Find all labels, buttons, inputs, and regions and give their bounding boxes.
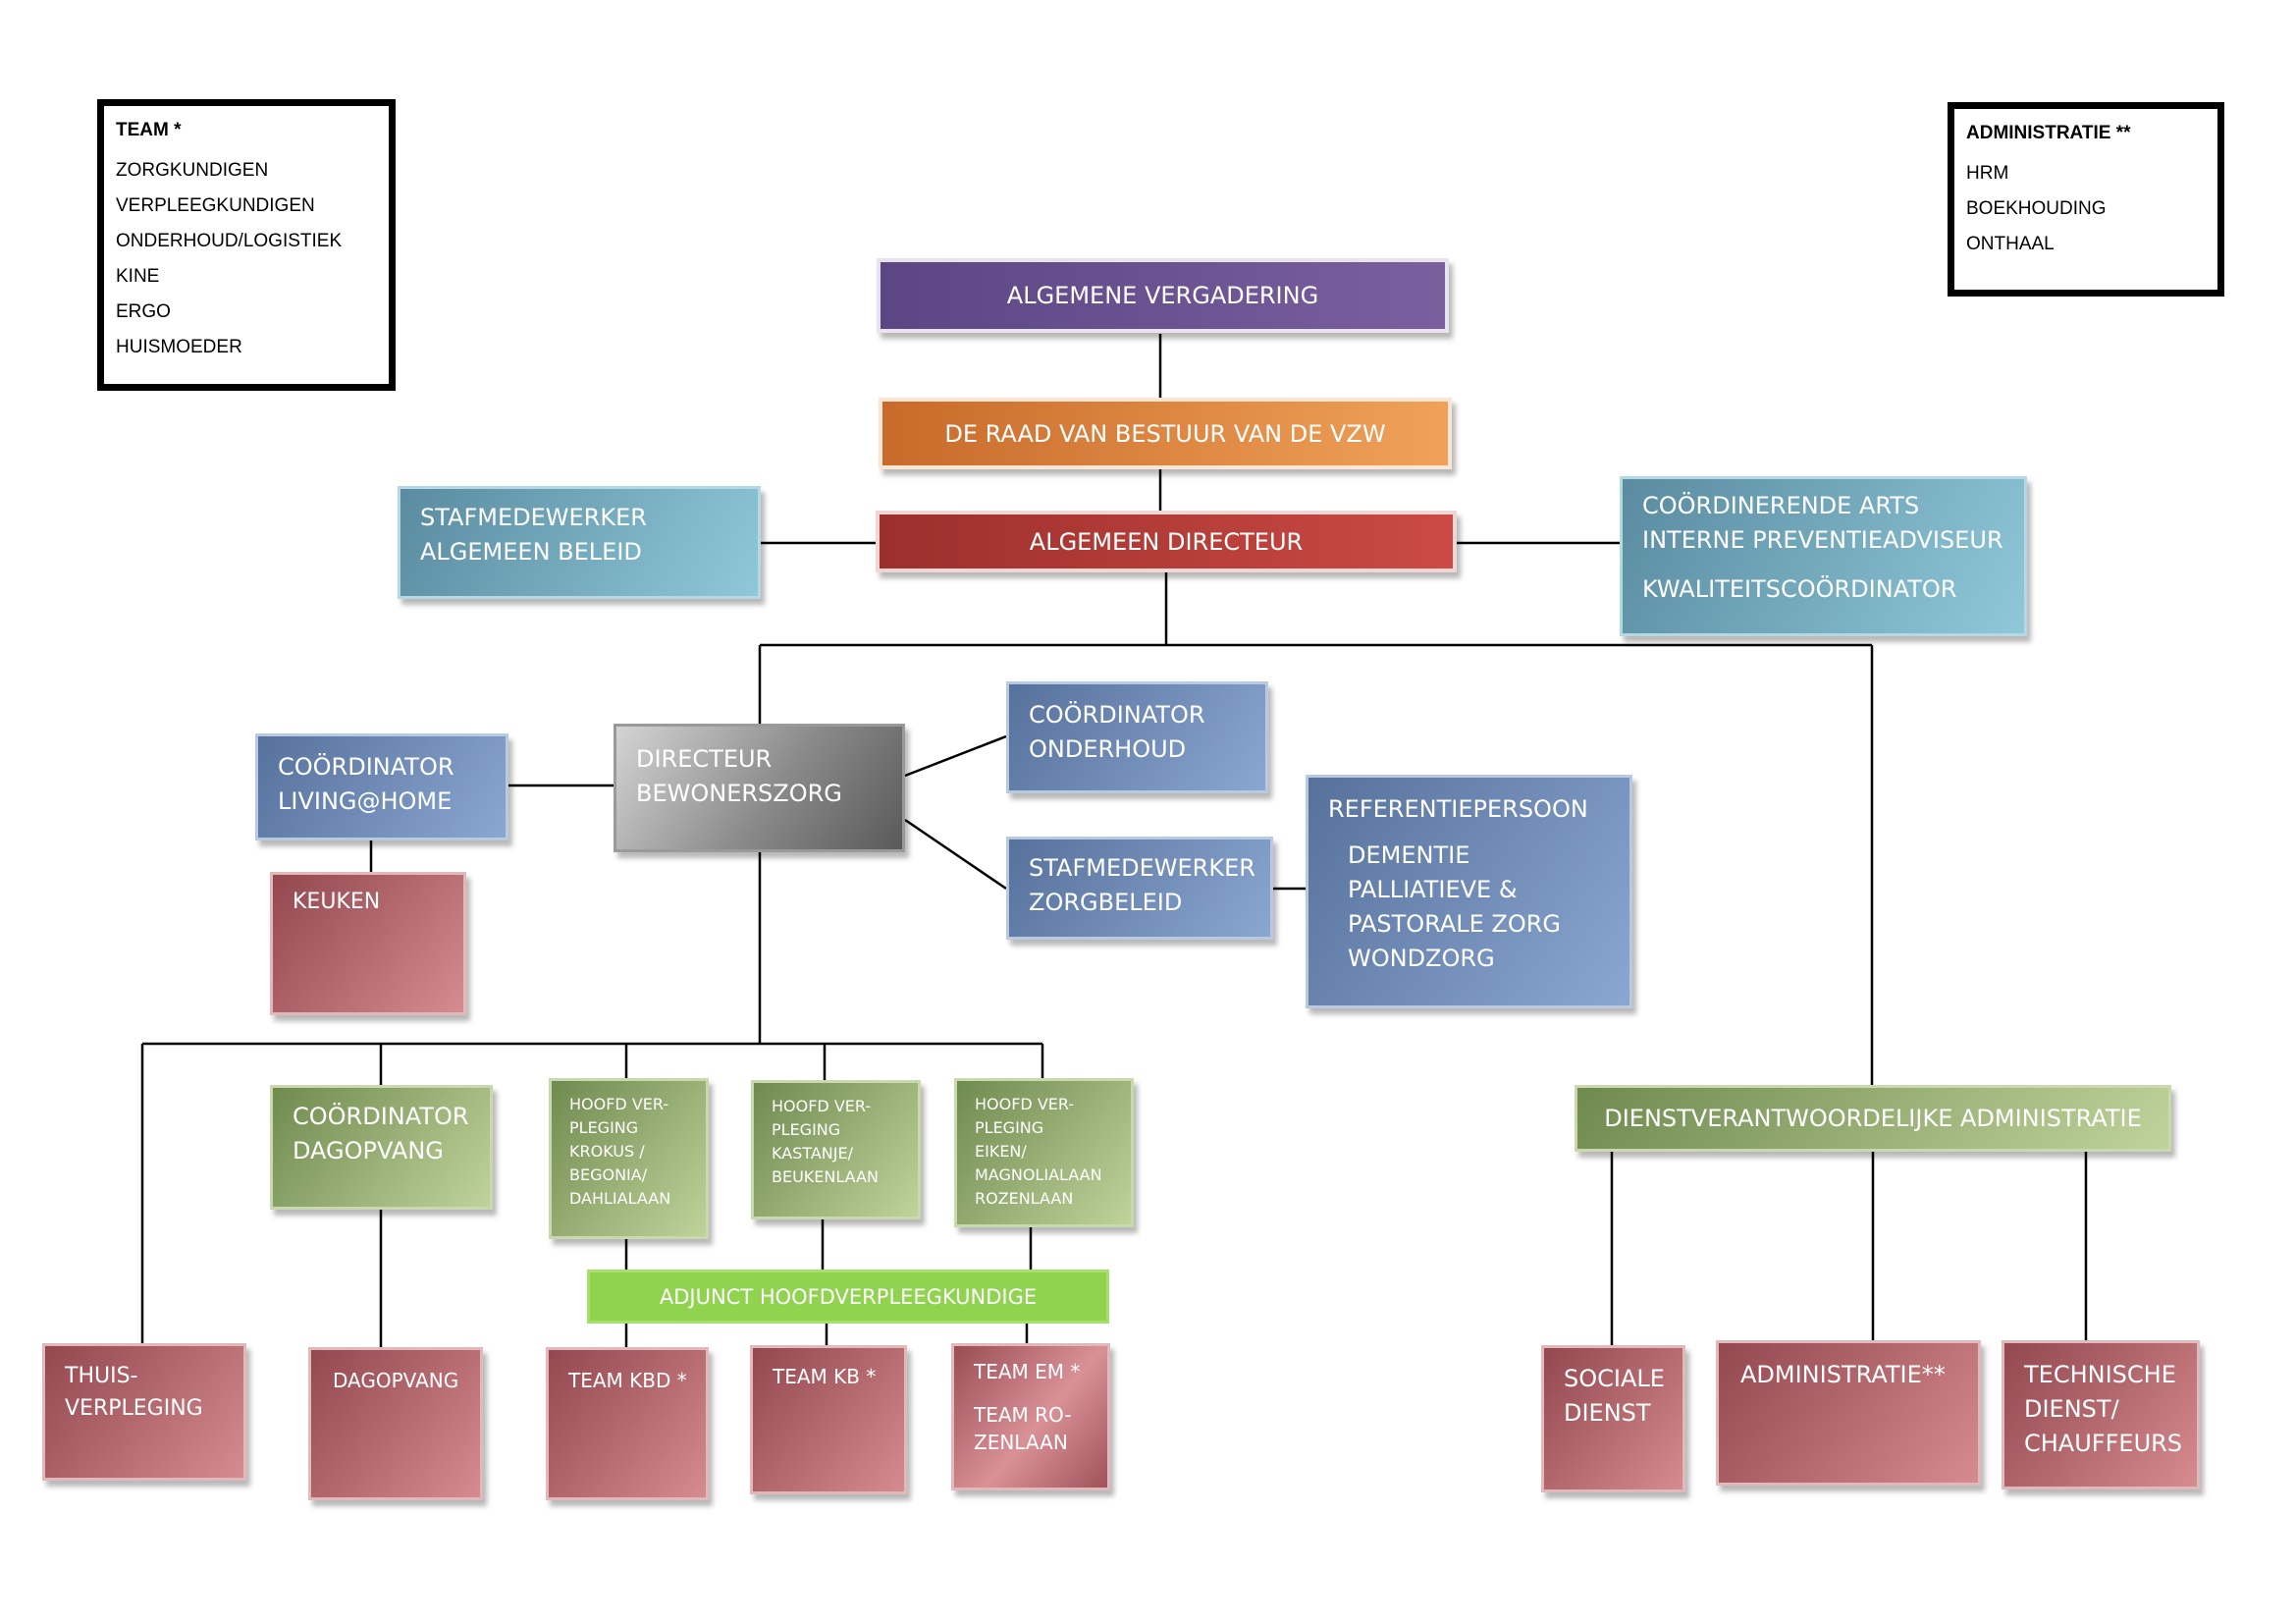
node-referentiepersoon: REFERENTIEPERSOON DEMENTIE PALLIATIEVE &… [1306, 775, 1632, 1008]
node-directeur-bewonerszorg: DIRECTEUR BEWONERSZORG [614, 724, 905, 852]
node-label: ADJUNCT HOOFDVERPLEEGKUNDIGE [659, 1284, 1038, 1309]
node-coordinerende-arts: COÖRDINERENDE ARTS INTERNE PREVENTIEADVI… [1620, 476, 2027, 636]
legend-team: TEAM * ZORGKUNDIGEN VERPLEEGKUNDIGEN OND… [97, 99, 396, 391]
node-sociale-dienst: SOCIALE DIENST [1541, 1345, 1685, 1492]
node-hoofd-krokus: HOOFD VER- PLEGING KROKUS / BEGONIA/ DAH… [549, 1078, 709, 1239]
node-label-items: DEMENTIE PALLIATIEVE & PASTORALE ZORG WO… [1348, 841, 1562, 972]
node-stafmedewerker-algemeen-beleid: STAFMEDEWERKER ALGEMEEN BELEID [398, 486, 761, 599]
node-team-kb: TEAM KB * [750, 1345, 907, 1494]
legend-item: ZORGKUNDIGEN [116, 160, 269, 181]
legend-item: ONTHAAL [1966, 234, 2055, 254]
node-label: TEAM KB * [773, 1365, 877, 1388]
node-hoofd-kastanje: HOOFD VER- PLEGING KASTANJE/ BEUKENLAAN [751, 1080, 921, 1219]
legend-item: ERGO [116, 301, 171, 322]
node-dagopvang: DAGOPVANG [308, 1347, 483, 1500]
node-administratie: ADMINISTRATIE** [1716, 1340, 1981, 1486]
node-keuken: KEUKEN [270, 872, 466, 1015]
node-label: HOOFD VER- PLEGING KROKUS / BEGONIA/ DAH… [569, 1095, 671, 1208]
node-label: COÖRDINERENDE ARTS INTERNE PREVENTIEADVI… [1642, 492, 2003, 554]
node-label: ADMINISTRATIE** [1740, 1361, 1946, 1388]
node-label: STAFMEDEWERKER ALGEMEEN BELEID [420, 504, 647, 566]
node-label: ALGEMENE VERGADERING [1006, 282, 1319, 309]
legend-item: HRM [1966, 163, 2009, 184]
node-label: COÖRDINATOR ONDERHOUD [1029, 701, 1205, 763]
node-stafmedewerker-zorgbeleid: STAFMEDEWERKER ZORGBELEID [1006, 837, 1273, 940]
legend-item: KINE [116, 266, 160, 287]
node-label: TECHNISCHE DIENST/ CHAUFFEURS [2024, 1361, 2183, 1457]
node-coordinator-onderhoud: COÖRDINATOR ONDERHOUD [1006, 681, 1268, 793]
node-label: DE RAAD VAN BESTUUR VAN DE VZW [944, 419, 1386, 448]
legend-administratie: ADMINISTRATIE ** HRM BOEKHOUDING ONTHAAL [1948, 102, 2224, 297]
legend-item: VERPLEEGKUNDIGEN [116, 195, 315, 216]
node-label: KEUKEN [293, 890, 381, 914]
node-label: HOOFD VER- PLEGING KASTANJE/ BEUKENLAAN [772, 1097, 879, 1186]
node-label: DIENSTVERANTWOORDELIJKE ADMINISTRATIE [1604, 1105, 2142, 1132]
node-label: ALGEMEEN DIRECTEUR [1029, 527, 1304, 556]
node-label: COÖRDINATOR LIVING@HOME [278, 753, 454, 815]
node-label: DIRECTEUR BEWONERSZORG [636, 745, 842, 807]
node-team-em: TEAM EM * TEAM RO- ZENLAAN [951, 1343, 1110, 1490]
node-hoofd-eiken: HOOFD VER- PLEGING EIKEN/ MAGNOLIALAAN R… [954, 1078, 1134, 1227]
node-technische-dienst: TECHNISCHE DIENST/ CHAUFFEURS [2002, 1340, 2200, 1489]
node-raad-van-bestuur: DE RAAD VAN BESTUUR VAN DE VZW [879, 398, 1452, 469]
node-label-rozenlaan: TEAM RO- ZENLAAN [974, 1403, 1072, 1454]
node-coordinator-living: COÖRDINATOR LIVING@HOME [255, 733, 508, 840]
node-thuisverpleging: THUIS- VERPLEGING [42, 1343, 246, 1481]
node-adjunct-hoofdverpleegkundige: ADJUNCT HOOFDVERPLEEGKUNDIGE [587, 1270, 1109, 1324]
node-label: SOCIALE DIENST [1564, 1365, 1665, 1427]
node-label: COÖRDINATOR DAGOPVANG [293, 1103, 469, 1164]
node-label: TEAM EM * [974, 1360, 1081, 1383]
node-label-kwaliteitscoordinator: KWALITEITSCOÖRDINATOR [1642, 575, 1957, 603]
node-team-kbd: TEAM KBD * [546, 1347, 709, 1500]
legend-administratie-title: ADMINISTRATIE ** [1966, 123, 2131, 143]
legend-item: BOEKHOUDING [1966, 198, 2107, 219]
node-dienstverantwoordelijke-administratie: DIENSTVERANTWOORDELIJKE ADMINISTRATIE [1575, 1085, 2171, 1152]
legend-item: HUISMOEDER [116, 337, 242, 357]
legend-team-title: TEAM * [116, 120, 182, 140]
node-label: STAFMEDEWERKER ZORGBELEID [1029, 854, 1255, 916]
node-label: TEAM KBD * [568, 1369, 687, 1392]
node-label: THUIS- VERPLEGING [65, 1364, 203, 1421]
node-algemene-vergadering: ALGEMENE VERGADERING [877, 258, 1449, 333]
node-label: REFERENTIEPERSOON [1328, 795, 1588, 823]
legend-item: ONDERHOUD/LOGISTIEK [116, 231, 343, 251]
node-coordinator-dagopvang: COÖRDINATOR DAGOPVANG [270, 1085, 493, 1210]
node-algemeen-directeur: ALGEMEEN DIRECTEUR [876, 511, 1457, 572]
node-label: DAGOPVANG [333, 1369, 459, 1392]
node-label: HOOFD VER- PLEGING EIKEN/ MAGNOLIALAAN R… [975, 1095, 1102, 1208]
